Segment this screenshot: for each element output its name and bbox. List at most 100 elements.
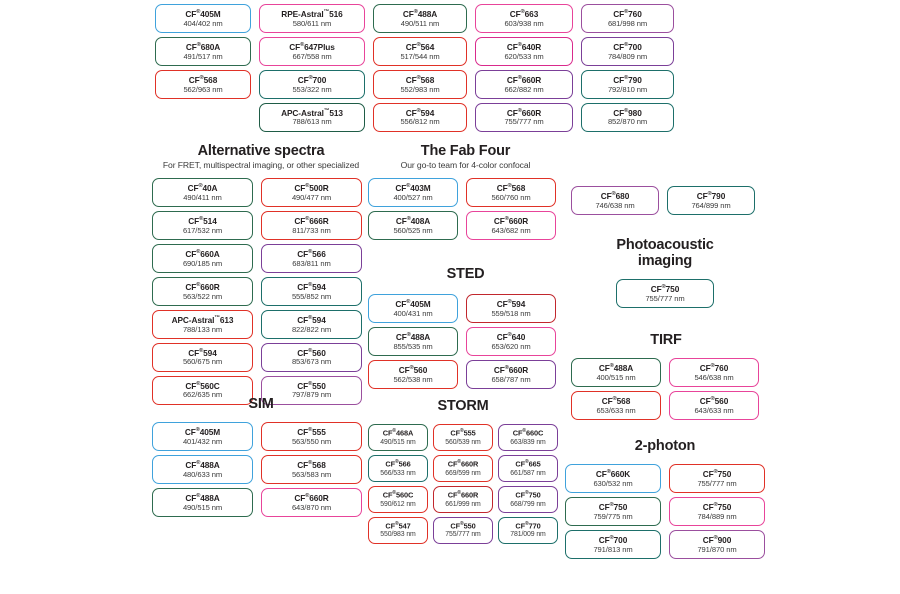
dye-name: CF®790 (696, 190, 726, 201)
dye-wavelengths: 630/532 nm (593, 478, 633, 488)
trademark-mark: ® (710, 363, 715, 370)
dye-name: CF®566 (297, 248, 326, 259)
section-subtitle: Our go-to team for 4-color confocal (400, 160, 531, 171)
dye-wavelengths: 546/638 nm (694, 372, 734, 382)
trademark-mark: ® (308, 460, 313, 467)
section-alternative-spectra: Alternative spectra For FRET, multispect… (152, 143, 370, 405)
dye-wavelengths: 590/612 nm (380, 500, 416, 508)
dye-name: CF®500R (294, 183, 329, 193)
trademark-mark: ® (195, 427, 200, 434)
trademark-mark: ® (525, 490, 529, 497)
dye-name: CF®700 (598, 534, 628, 545)
dye-wavelengths: 852/870 nm (607, 117, 648, 127)
trademark-mark: ® (196, 41, 201, 48)
dye-name: CF®568 (496, 183, 526, 193)
dye-wavelengths: 788/133 nm (182, 324, 223, 334)
dye-wavelengths: 562/538 nm (393, 374, 433, 384)
dye-name: APC-Astral™613 (171, 314, 234, 325)
dye-name: CF®594 (188, 347, 217, 358)
